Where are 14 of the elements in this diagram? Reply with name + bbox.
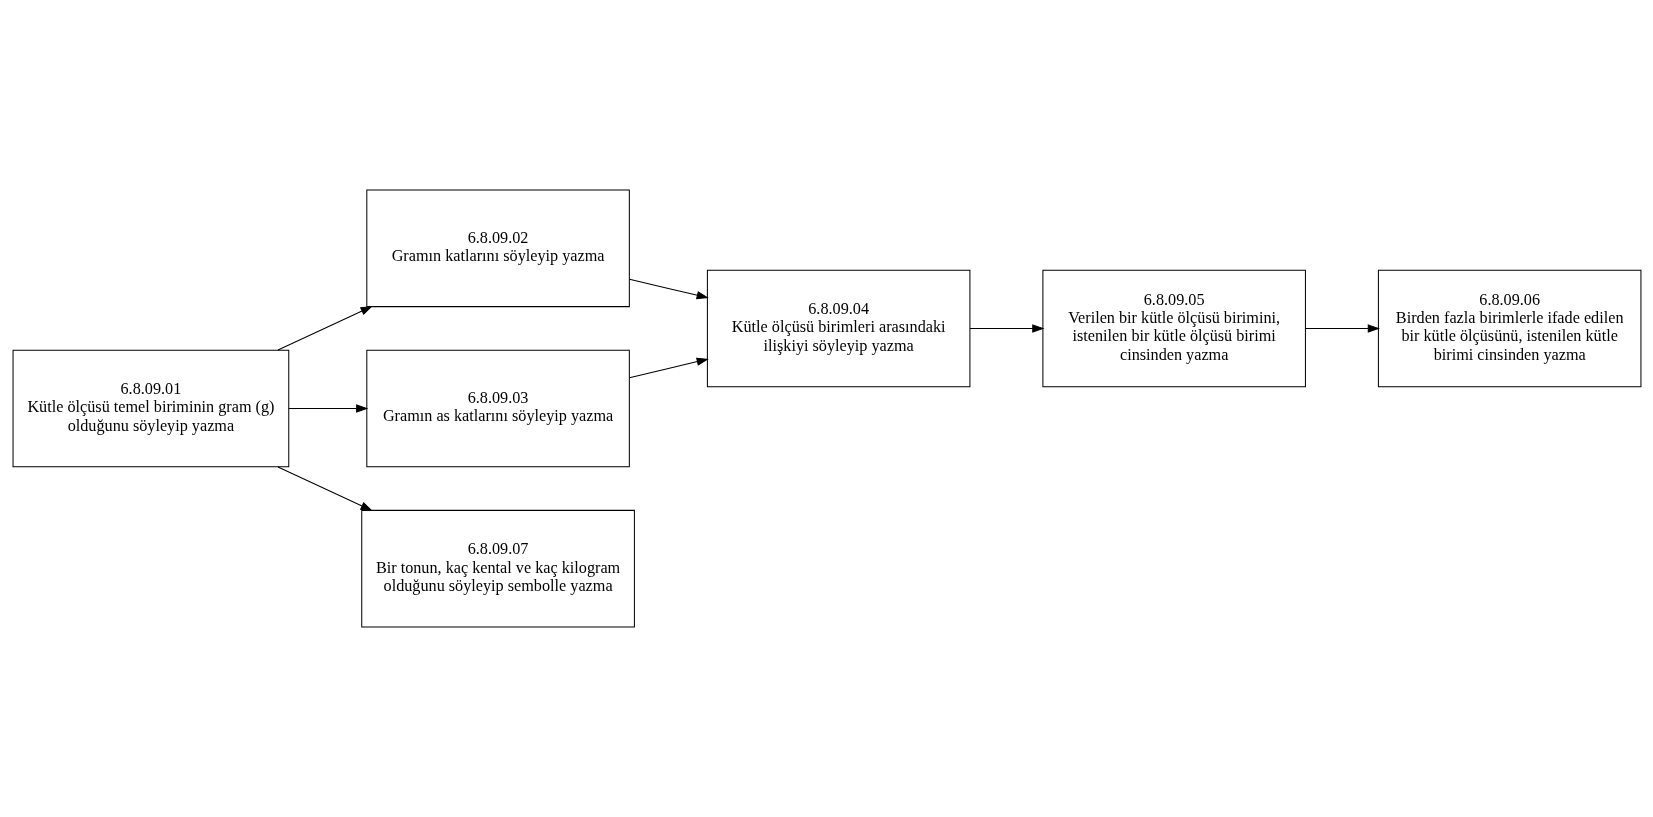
arrow — [277, 466, 373, 511]
node-box: 6.8.09.04 Kütle ölçüsü birimleri arasındaki ilişkiyi söyleyip yazma — [706, 269, 970, 388]
arrow — [1304, 324, 1380, 333]
arrow — [969, 324, 1044, 333]
node-box: 6.8.09.01 Kütle ölçüsü temel biriminin gram (g) olduğunu söyleyip yazma — [12, 349, 289, 468]
node-box: 6.8.09.02 Gramın katlarını söyleyip yazma — [365, 189, 630, 308]
node-box: 6.8.09.03 Gramın as katlarını söyleyip yazma — [365, 349, 630, 468]
node-box: 6.8.09.06 Birden fazla birimlerle ifade edilen bir kütle ölçüsünü, istenilen kütle birimi cinsinden yazma — [1377, 269, 1641, 388]
node-box: 6.8.09.05 Verilen bir kütle ölçüsü birimini, istenilen bir kütle ölçüsü birimi cinsinden yazma — [1041, 269, 1306, 388]
arrow — [628, 357, 709, 379]
node-box: 6.8.09.07 Bir tonun, kaç kental ve kaç kilogram olduğunu söyleyip sembolle yazma — [360, 509, 635, 628]
arrow — [277, 306, 373, 351]
arrow — [287, 404, 368, 413]
arrow — [628, 278, 709, 300]
